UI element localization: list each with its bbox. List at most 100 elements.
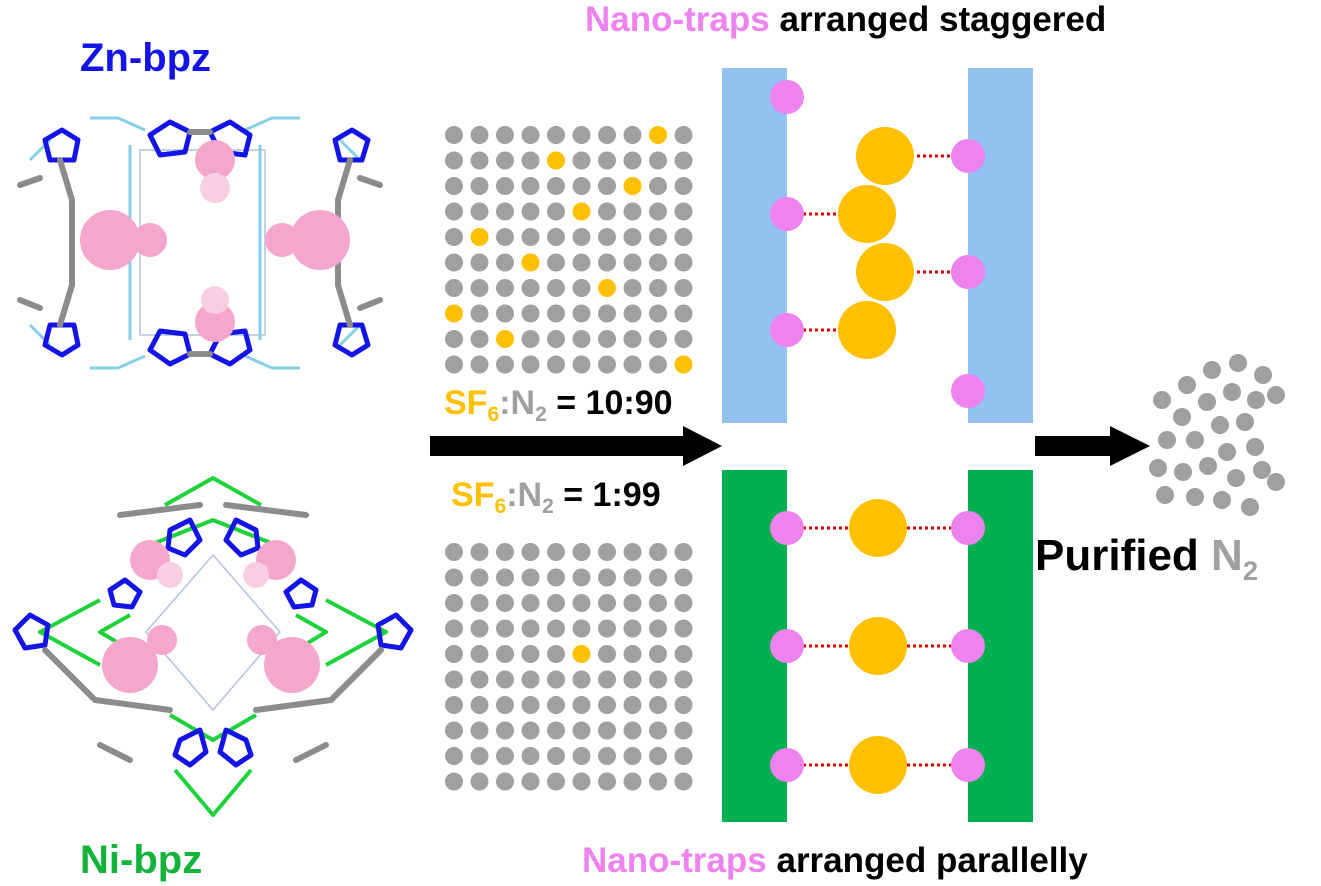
sf-text: SF	[444, 384, 488, 422]
n2-dot	[598, 645, 616, 663]
sf6-dot	[521, 253, 540, 272]
ratio-label-bottom: SF6:N2 = 1:99	[451, 476, 661, 517]
n2-dot	[572, 151, 591, 170]
n2-dot	[649, 645, 667, 663]
purified-n2-cluster	[1149, 354, 1285, 516]
n2-molecule	[1199, 457, 1217, 475]
n2-dot	[470, 126, 489, 144]
n2-dot	[598, 330, 616, 348]
n2-dot	[470, 594, 489, 612]
n2-molecule	[1198, 393, 1216, 411]
n2-dot	[623, 355, 642, 374]
n2-dot	[547, 330, 565, 348]
n2-dot	[598, 228, 616, 246]
n-subscript: 2	[535, 403, 547, 427]
n2-dot	[496, 696, 514, 714]
n2-dot	[521, 772, 540, 791]
n2-dot	[445, 228, 463, 246]
n-subscript: 2	[542, 495, 554, 519]
n2-dot	[521, 594, 540, 612]
ratio-value: = 10:90	[546, 384, 673, 422]
n2-dot	[547, 619, 565, 638]
sf6-molecule	[856, 127, 914, 185]
sf6-dot	[674, 355, 693, 374]
n2-dot	[547, 202, 565, 221]
n2-dot	[547, 543, 565, 561]
n2-dot	[496, 355, 514, 374]
n2-dot	[674, 279, 693, 297]
n2-dot	[674, 543, 693, 561]
n2-dot	[547, 747, 565, 765]
n2-dot	[547, 126, 565, 144]
n2-dot	[547, 721, 565, 740]
nano-trap	[951, 629, 985, 663]
channel-wall-left-top	[722, 68, 787, 423]
n-subscript: 2	[1242, 554, 1258, 586]
n2-dot	[496, 670, 514, 689]
n2-dot	[445, 202, 463, 221]
n2-dot	[598, 543, 616, 561]
n2-molecule	[1229, 354, 1247, 372]
n2-molecule	[1186, 488, 1204, 506]
n2-dot	[598, 670, 616, 689]
nano-trap	[951, 255, 985, 289]
n2-dot	[547, 772, 565, 791]
colon: :	[506, 476, 518, 514]
n2-dot	[572, 747, 591, 765]
n2-dot	[623, 151, 642, 170]
n2-molecule	[1153, 391, 1171, 409]
n2-dot	[598, 696, 616, 714]
nano-trap	[770, 197, 804, 231]
n2-dot	[598, 594, 616, 612]
n2-dot	[445, 177, 463, 195]
colon: :	[499, 384, 511, 422]
nano-trap	[770, 511, 804, 545]
n2-dot	[572, 177, 591, 195]
n2-dot	[445, 253, 463, 272]
n2-dot	[470, 619, 489, 638]
n2-dot	[470, 202, 489, 221]
n2-dot	[496, 594, 514, 612]
sf6-dot	[547, 151, 565, 170]
n2-dot	[598, 619, 616, 638]
n2-dot	[521, 279, 540, 297]
n2-dot	[445, 126, 463, 144]
n2-dot	[598, 177, 616, 195]
n2-dot	[470, 151, 489, 170]
sf6-molecule	[849, 617, 907, 675]
n2-dot	[674, 126, 693, 144]
n2-dot	[496, 279, 514, 297]
n2-molecule	[1267, 386, 1285, 404]
n2-dot	[572, 568, 591, 587]
n2-dot	[470, 670, 489, 689]
n2-molecule	[1213, 491, 1231, 509]
nano-trap	[770, 80, 804, 114]
n2-dot	[547, 304, 565, 323]
n2-molecule	[1156, 486, 1174, 504]
n2-dot	[649, 721, 667, 740]
n2-dot	[572, 619, 591, 638]
nano-trap	[770, 313, 804, 347]
n2-molecule	[1246, 438, 1264, 456]
n2-dot	[470, 543, 489, 561]
n2-dot	[521, 696, 540, 714]
n2-molecule	[1254, 366, 1272, 384]
n2-dot	[572, 355, 591, 374]
n2-dot	[470, 253, 489, 272]
n2-dot	[572, 126, 591, 144]
n2-dot	[521, 543, 540, 561]
n2-dot	[598, 721, 616, 740]
n2-dot	[496, 151, 514, 170]
sf6-dot	[649, 126, 667, 144]
n2-dot	[521, 355, 540, 374]
n2-dot	[496, 543, 514, 561]
n2-dot	[674, 772, 693, 791]
sf6-molecule	[849, 736, 907, 794]
n2-dot	[521, 670, 540, 689]
n2-dot	[547, 696, 565, 714]
trap-word: Nano-traps	[582, 841, 767, 880]
zn-bpz-label: Zn-bpz	[80, 36, 212, 80]
n2-dot	[572, 330, 591, 348]
n2-dot	[496, 253, 514, 272]
